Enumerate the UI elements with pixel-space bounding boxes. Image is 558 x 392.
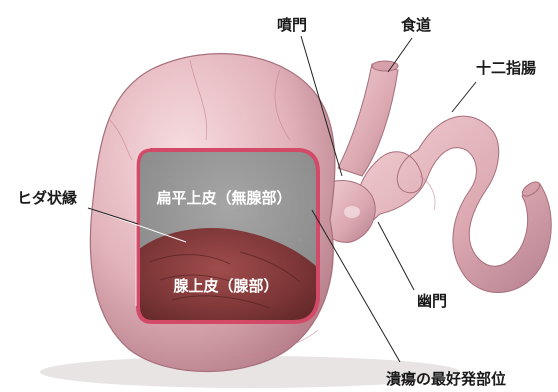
label-ulcer-site: 潰瘍の最好発部位 [386,370,506,388]
label-cardia: 噴門 [277,16,307,34]
label-squamous-epithelium: 扁平上皮（無腺部） [156,189,291,207]
duodenum-shape [356,116,552,292]
leader-pylorus [378,222,414,290]
leader-duodenum [452,82,476,112]
label-pylorus: 幽門 [417,292,447,310]
label-rugal-fold: ヒダ状縁 [17,189,77,207]
label-esophagus: 食道 [401,16,431,34]
label-glandular-epithelium: 腺上皮（腺部） [173,277,278,295]
label-duodenum: 十二指腸 [476,59,536,77]
cutaway-interior [130,140,330,330]
leader-esophagus [388,38,412,72]
